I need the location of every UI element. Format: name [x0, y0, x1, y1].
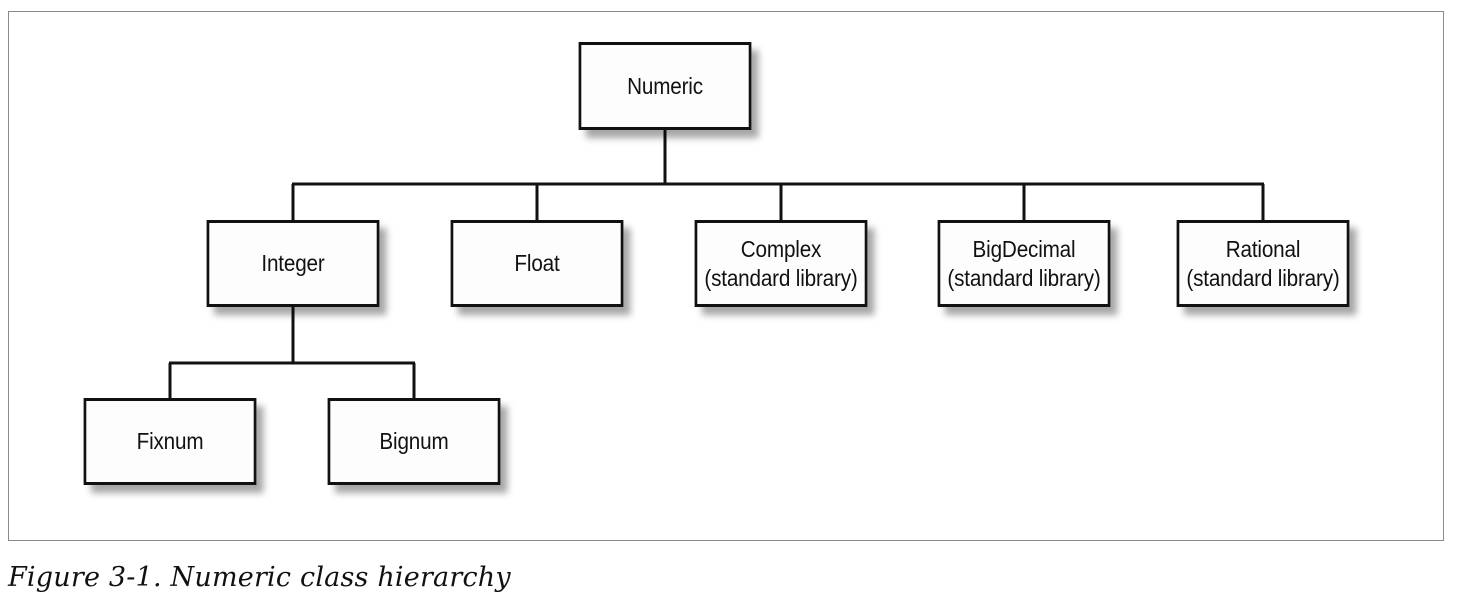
- node-fixnum: Fixnum: [83, 398, 257, 485]
- node-rational: Rational (standard library): [1176, 220, 1350, 307]
- node-complex: Complex (standard library): [694, 220, 868, 307]
- node-numeric: Numeric: [578, 42, 752, 130]
- node-bigdecimal-sublabel: (standard library): [947, 264, 1101, 291]
- figure-caption: Figure 3-1. Numeric class hierarchy: [8, 562, 511, 593]
- node-bignum-label: Bignum: [379, 428, 449, 454]
- node-complex-label: Complex: [740, 235, 822, 262]
- node-float-label: Float: [514, 250, 560, 276]
- node-bigdecimal: BigDecimal (standard library): [937, 220, 1111, 307]
- node-fixnum-label: Fixnum: [136, 428, 204, 454]
- node-bigdecimal-label: BigDecimal: [972, 235, 1076, 262]
- node-rational-label: Rational: [1225, 235, 1301, 262]
- node-float: Float: [450, 220, 624, 307]
- node-complex-sublabel: (standard library): [704, 264, 858, 291]
- node-integer: Integer: [206, 220, 380, 307]
- node-integer-label: Integer: [261, 250, 325, 276]
- node-numeric-label: Numeric: [627, 72, 703, 99]
- node-rational-sublabel: (standard library): [1186, 264, 1340, 291]
- node-bignum: Bignum: [327, 398, 501, 485]
